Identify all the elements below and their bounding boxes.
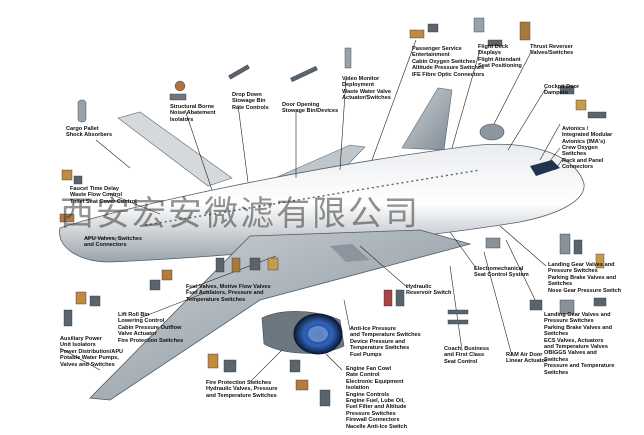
horizontal-stabilizer [117,111,233,187]
callout-cargo-pallet: Cargo Pallet Shock Absorbers [66,126,113,139]
callout-avionics: Avionics / Integrated Modular Avionics (… [562,126,613,145]
callout-rack-panel: Rack and Panel Connectors [562,158,604,171]
fuselage [59,143,585,263]
callout-coach-business: Coach, Business and First Class Seat Con… [444,346,490,365]
callout-landing-gear-1: Landing Gear Valves and Pressure Switche… [548,262,622,294]
callout-landing-gear-2: Landing Gear Valves and Pressure Switche… [544,312,615,376]
callout-video-monitor: Video Monitor Deployment Waste Water Val… [342,76,392,102]
callout-drop-down: Drop Down Stowage Bin Rate Controls [232,92,269,111]
vertical-stabilizer [401,87,453,151]
leader-lines [59,39,563,383]
watermark: 西安宏安微滤有限公司 [60,194,420,234]
callout-engine-fan: Engine Fan Cowl Rate Control Electronic … [346,366,408,430]
callout-faucet: Faucet Time Delay Waste Flow Control Toi… [70,186,137,205]
callout-fire-protection: Fire Protection Switches Hydraulic Valve… [206,380,278,399]
callout-ram-air: RAM Air Door Linear Actuator [506,352,548,365]
callout-thrust-reverser: Thrust Reverser Valves/Switches [530,44,574,57]
callout-hydraulic-reservoir: Hydraulic Reservoir Switch [406,284,452,297]
callout-door-opening: Door Opening Stowage Bin/Devices [282,102,339,115]
callout-cockpit-door: Cockpit Door Dampers [544,84,580,97]
cockpit-windows [530,160,560,176]
callout-apu-valves: APU Valves, Switches and Connectors [84,236,143,249]
callout-structural-borne: Structural Borne Noise Abatement Isolato… [170,104,216,123]
callout-anti-ice: Anti-Ice Pressure and Temperature Switch… [350,326,421,358]
callout-fuel-valves: Fuel Valves, Motive Flow Valves Fuel Act… [186,284,271,303]
callout-lift-roll: Lift Roll Bin Lowering Control Cabin Pre… [118,312,184,344]
callout-passenger-service: Passenger Service Entertainment Cabin Ox… [412,46,485,78]
callout-flight-deck: Flight Deck Displays Flight Attendant Se… [478,44,522,70]
main-wing [89,229,472,401]
callout-auxiliary-power: Auxiliary Power Unit Isolators Power Dis… [60,336,124,368]
callout-crew-oxygen: Crew Oxygen Switches [562,145,598,158]
callout-electromechanical: Electromechanical Seat Control System [474,266,529,279]
component-icons [59,17,607,407]
